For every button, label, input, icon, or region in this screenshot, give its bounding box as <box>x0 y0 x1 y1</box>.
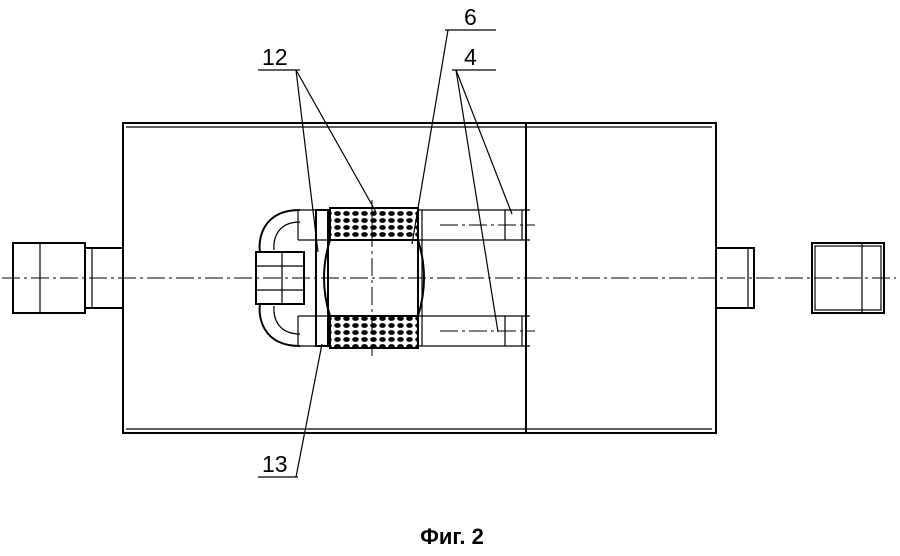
callout-12: 12 <box>258 44 377 253</box>
callout-13-label: 13 <box>262 451 288 477</box>
callout-13: 13 <box>258 343 323 478</box>
callout-6: 6 <box>411 4 496 245</box>
u-bend <box>258 209 301 347</box>
mesh-filter-upper <box>329 207 419 241</box>
callout-12-label: 12 <box>262 44 288 70</box>
mesh-filter-lower <box>329 315 419 349</box>
callout-6-label: 6 <box>464 4 477 30</box>
callout-4-label: 4 <box>464 44 477 70</box>
callout-4: 4 <box>452 44 513 333</box>
centerlines <box>2 200 896 356</box>
figure-caption: Фиг. 2 <box>420 524 484 549</box>
